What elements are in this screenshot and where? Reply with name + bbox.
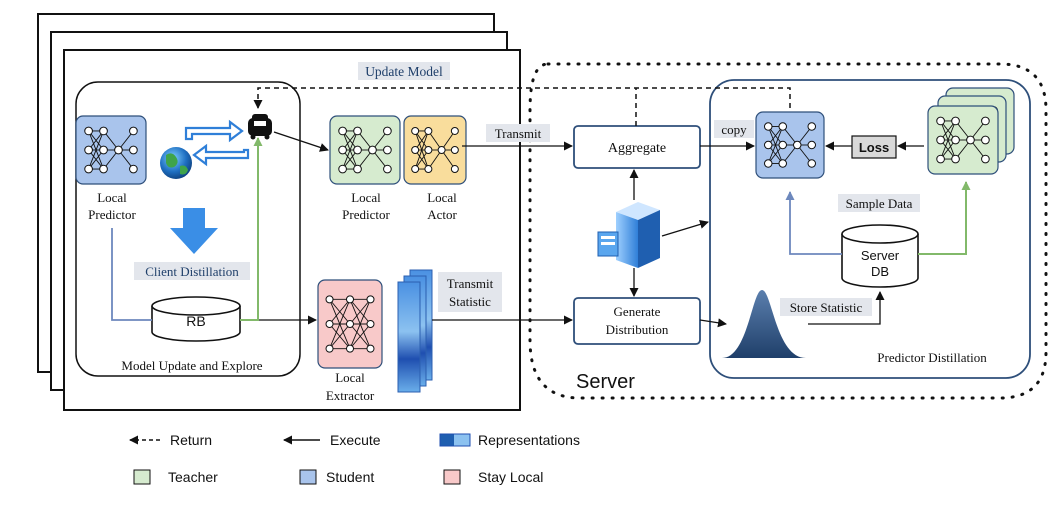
local-predictor-left-line2: Predictor [88, 207, 136, 222]
down-arrow-icon [170, 208, 218, 254]
teacher-net [927, 105, 999, 175]
legend-stay-local: Stay Local [478, 469, 543, 485]
transmit-statistic-line2: Statistic [449, 294, 491, 309]
rb-cylinder [151, 296, 241, 342]
loss-label: Loss [859, 140, 889, 155]
loss-box [851, 135, 897, 159]
legend-student: Student [326, 469, 374, 485]
connectors [111, 87, 971, 328]
legend-stay-local-swatch [443, 469, 461, 485]
aggregate-label: Aggregate [608, 141, 666, 156]
legend-student-swatch [299, 469, 317, 485]
predictor-distillation-label: Predictor Distillation [877, 350, 987, 365]
rb-label: RB [186, 313, 205, 329]
local-actor-line1: Local [427, 190, 457, 205]
server-db-cylinder [841, 224, 919, 288]
generate-line1: Generate [614, 304, 661, 319]
gaussian-curve-icon [722, 290, 806, 358]
local-predictor-left-line1: Local [97, 190, 127, 205]
local-actor-line2: Actor [427, 207, 457, 222]
globe-icon [160, 147, 192, 179]
client-distillation-label: Client Distillation [145, 264, 239, 279]
server-db-line2: DB [871, 264, 889, 279]
label-highlights [134, 62, 920, 316]
local-extractor-line2: Extractor [326, 388, 375, 403]
generate-line2: Distribution [606, 322, 669, 337]
representations-stack [397, 269, 433, 393]
local-predictor-left-net [75, 115, 147, 185]
legend-execute: Execute [330, 432, 381, 448]
legend-return: Return [170, 432, 212, 448]
legend-representations: Representations [478, 432, 580, 448]
server-tower-icon [597, 202, 660, 268]
local-extractor-line1: Local [335, 370, 365, 385]
copy-label: copy [721, 122, 747, 137]
legend-teacher-swatch [133, 469, 151, 485]
store-statistic-label: Store Statistic [790, 300, 863, 315]
server-predictor-net [755, 111, 825, 179]
legend: Return Execute Representations Teacher S… [129, 432, 580, 485]
observe-arrow [192, 143, 250, 167]
legend-teacher: Teacher [168, 469, 218, 485]
server-db-line1: Server [861, 248, 900, 263]
transmit-label: Transmit [495, 126, 542, 141]
generate-distribution-box [573, 297, 701, 345]
local-predictor-mid-net [329, 115, 401, 185]
server-label: Server [576, 371, 635, 393]
explore-arrow [184, 119, 244, 143]
local-predictor-mid-line2: Predictor [342, 207, 390, 222]
transmit-statistic-line1: Transmit [447, 276, 494, 291]
update-model-label: Update Model [365, 64, 443, 79]
aggregate-box [573, 125, 701, 169]
car-icon [248, 114, 272, 140]
sample-data-label: Sample Data [846, 196, 913, 211]
legend-representations-swatch [439, 433, 471, 447]
local-extractor-net [317, 279, 383, 369]
model-update-explore-label: Model Update and Explore [121, 358, 262, 373]
local-actor-net [403, 115, 467, 185]
local-predictor-mid-line1: Local [351, 190, 381, 205]
